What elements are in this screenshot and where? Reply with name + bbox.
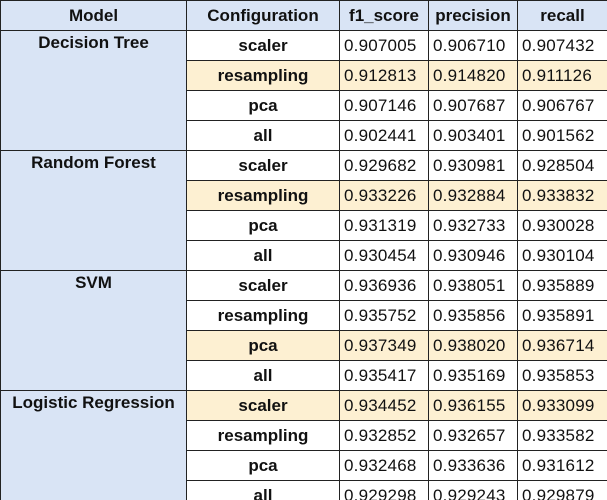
- f1-score-cell: 0.930454: [339, 240, 429, 271]
- f1-score-cell: 0.902441: [339, 120, 429, 151]
- configuration-cell: all: [186, 360, 340, 391]
- recall-cell: 0.935889: [517, 270, 607, 301]
- configuration-cell: resampling: [186, 60, 340, 91]
- precision-cell: 0.932884: [428, 180, 518, 211]
- recall-cell: 0.911126: [517, 60, 607, 91]
- f1-score-cell: 0.936936: [339, 270, 429, 301]
- header-precision: precision: [428, 0, 518, 31]
- recall-cell: 0.935891: [517, 300, 607, 331]
- configuration-cell: resampling: [186, 300, 340, 331]
- precision-cell: 0.903401: [428, 120, 518, 151]
- recall-cell: 0.935853: [517, 360, 607, 391]
- recall-cell: 0.929879: [517, 480, 607, 500]
- f1-score-cell: 0.907005: [339, 30, 429, 61]
- model-name-cell: Random Forest: [0, 150, 187, 271]
- configuration-cell: resampling: [186, 420, 340, 451]
- f1-score-cell: 0.907146: [339, 90, 429, 121]
- header-model: Model: [0, 0, 187, 31]
- configuration-cell: pca: [186, 450, 340, 481]
- header-f1-score: f1_score: [339, 0, 429, 31]
- recall-cell: 0.931612: [517, 450, 607, 481]
- configuration-cell: scaler: [186, 150, 340, 181]
- configuration-cell: scaler: [186, 390, 340, 421]
- precision-cell: 0.932657: [428, 420, 518, 451]
- configuration-cell: all: [186, 480, 340, 500]
- model-name-cell: Logistic Regression: [0, 390, 187, 500]
- precision-cell: 0.914820: [428, 60, 518, 91]
- recall-cell: 0.928504: [517, 150, 607, 181]
- recall-cell: 0.906767: [517, 90, 607, 121]
- recall-cell: 0.933832: [517, 180, 607, 211]
- precision-cell: 0.938051: [428, 270, 518, 301]
- precision-cell: 0.933636: [428, 450, 518, 481]
- f1-score-cell: 0.937349: [339, 330, 429, 361]
- f1-score-cell: 0.912813: [339, 60, 429, 91]
- header-configuration: Configuration: [186, 0, 340, 31]
- configuration-cell: scaler: [186, 30, 340, 61]
- precision-cell: 0.929243: [428, 480, 518, 500]
- f1-score-cell: 0.932468: [339, 450, 429, 481]
- recall-cell: 0.930104: [517, 240, 607, 271]
- f1-score-cell: 0.931319: [339, 210, 429, 241]
- header-row: Model Configuration f1_score precision r…: [0, 0, 607, 31]
- recall-cell: 0.933099: [517, 390, 607, 421]
- precision-cell: 0.935169: [428, 360, 518, 391]
- precision-cell: 0.907687: [428, 90, 518, 121]
- header-recall: recall: [517, 0, 607, 31]
- f1-score-cell: 0.929298: [339, 480, 429, 500]
- configuration-cell: pca: [186, 330, 340, 361]
- model-name-cell: SVM: [0, 270, 187, 391]
- recall-cell: 0.936714: [517, 330, 607, 361]
- f1-score-cell: 0.933226: [339, 180, 429, 211]
- configuration-cell: all: [186, 120, 340, 151]
- configuration-cell: pca: [186, 210, 340, 241]
- recall-cell: 0.901562: [517, 120, 607, 151]
- table-header: Model Configuration f1_score precision r…: [0, 0, 607, 31]
- f1-score-cell: 0.935752: [339, 300, 429, 331]
- f1-score-cell: 0.932852: [339, 420, 429, 451]
- recall-cell: 0.933582: [517, 420, 607, 451]
- configuration-cell: all: [186, 240, 340, 271]
- precision-cell: 0.935856: [428, 300, 518, 331]
- precision-cell: 0.936155: [428, 390, 518, 421]
- model-name-cell: Decision Tree: [0, 30, 187, 151]
- precision-cell: 0.938020: [428, 330, 518, 361]
- recall-cell: 0.930028: [517, 210, 607, 241]
- precision-cell: 0.906710: [428, 30, 518, 61]
- precision-cell: 0.932733: [428, 210, 518, 241]
- f1-score-cell: 0.934452: [339, 390, 429, 421]
- configuration-cell: pca: [186, 90, 340, 121]
- configuration-cell: resampling: [186, 180, 340, 211]
- configuration-cell: scaler: [186, 270, 340, 301]
- precision-cell: 0.930946: [428, 240, 518, 271]
- recall-cell: 0.907432: [517, 30, 607, 61]
- precision-cell: 0.930981: [428, 150, 518, 181]
- f1-score-cell: 0.935417: [339, 360, 429, 391]
- f1-score-cell: 0.929682: [339, 150, 429, 181]
